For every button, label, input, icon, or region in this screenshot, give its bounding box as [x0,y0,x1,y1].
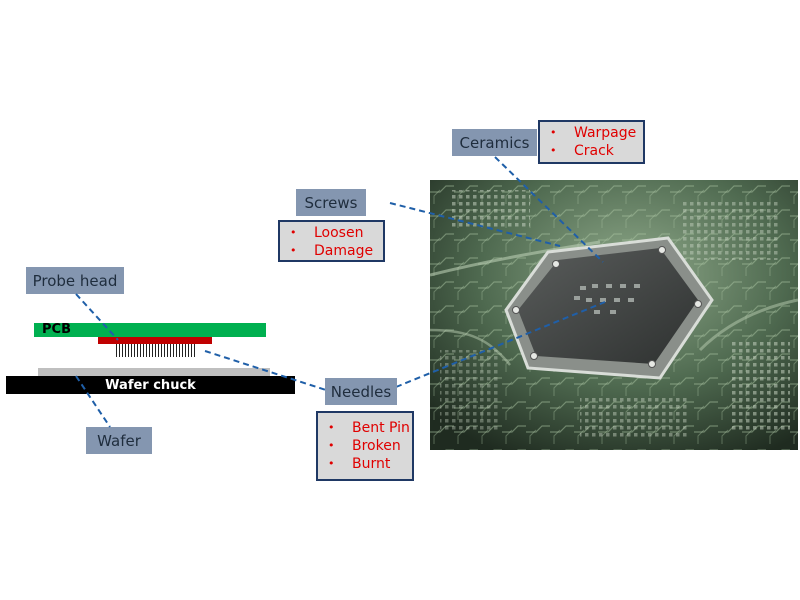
needles-callout-text: Needles [330,382,392,401]
wafer-layer [38,368,270,376]
pcb-label: PCB [42,322,71,337]
needles-leader-left [204,350,327,391]
probe-head-callout-text: Probe head [32,271,118,290]
ceramics-leader [494,156,604,263]
failure-item: •Damage [290,243,374,259]
probe-head-block [98,337,212,344]
probe-card-photo [430,180,798,450]
failure-item: •Broken [328,438,401,454]
needles-leader-right [395,301,606,388]
screws-callout: Screws [296,189,366,216]
ceramics-callout-text: Ceramics [459,133,530,152]
pcb-layer: PCB [34,322,266,337]
screws-leader [389,202,561,247]
ceramics-callout: Ceramics [452,129,537,156]
wafer-callout-text: Wafer [97,431,141,450]
probe-head-callout: Probe head [26,267,124,294]
failure-item: •Warpage [550,125,637,141]
screws-callout-text: Screws [304,193,358,212]
wafer-leader [75,375,111,428]
failure-item: •Loosen [290,225,364,241]
needles-failure-list: •Bent Pin •Broken •Burnt [316,411,414,481]
ceramics-failure-list: •Warpage •Crack [538,120,645,164]
failure-item: •Burnt [328,456,391,472]
failure-item: •Crack [550,143,614,159]
probe-head-leader [75,293,119,341]
wafer-callout: Wafer [86,427,152,454]
wafer-chuck-label: Wafer chuck [105,377,196,393]
needle-array [116,344,196,357]
needles-callout: Needles [325,378,397,405]
failure-item: •Bent Pin [328,420,410,436]
screws-failure-list: •Loosen •Damage [278,220,385,262]
